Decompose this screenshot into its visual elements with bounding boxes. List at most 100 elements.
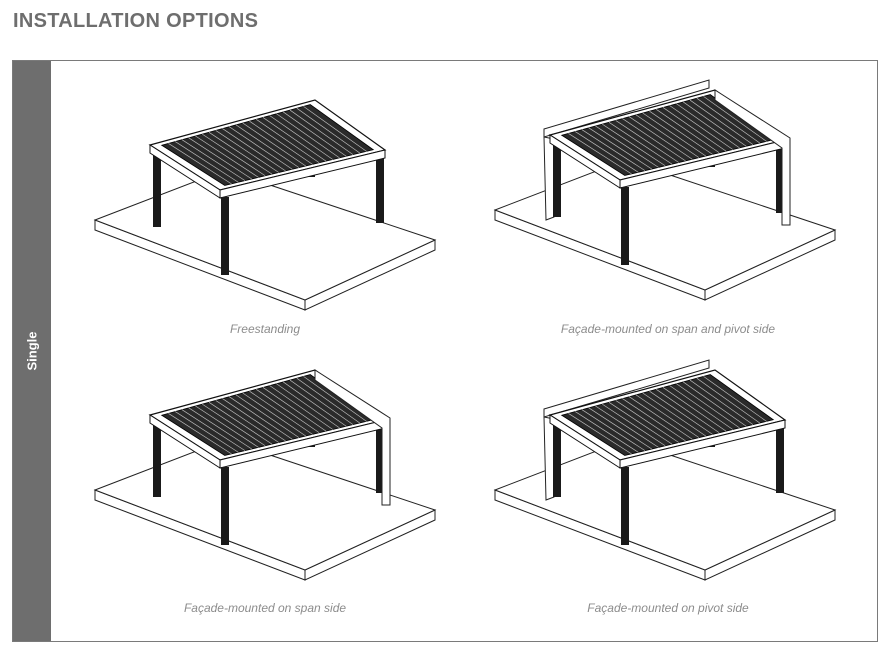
post-right <box>776 423 784 493</box>
post-left <box>553 423 561 497</box>
louver-slat <box>676 383 740 429</box>
pergola-freestanding-icon <box>93 99 437 311</box>
louver-slat <box>575 131 639 173</box>
louver-slat <box>629 116 693 160</box>
side-tab: Single <box>13 61 51 641</box>
louver-slat <box>689 379 754 425</box>
louver-slat <box>181 409 246 451</box>
louver-slat <box>629 396 693 440</box>
roof-beam-front-right <box>619 419 786 469</box>
louver-slat <box>229 396 293 440</box>
louver-slat <box>635 114 700 158</box>
louver-slat <box>642 392 706 437</box>
caption-facade-pivot: Façade-mounted on pivot side <box>587 601 749 615</box>
louver-slat <box>195 405 259 448</box>
louver-slat <box>276 113 340 159</box>
louver-slat <box>235 394 300 438</box>
louver-slat <box>635 394 700 438</box>
louver-slat <box>669 385 733 430</box>
louver-slat <box>568 413 632 455</box>
illustration-facade-span <box>90 365 450 590</box>
louver-slat <box>696 97 760 144</box>
louver-slat <box>276 383 340 429</box>
louver-slat <box>608 401 673 445</box>
facade-wall-face <box>543 416 555 501</box>
caption-facade-span-pivot: Façade-mounted on span and pivot side <box>560 322 776 336</box>
post-left <box>553 143 561 217</box>
louver-slat <box>175 141 239 183</box>
facade-wall-top <box>543 79 710 138</box>
louver-slat <box>202 133 266 177</box>
post-right <box>776 143 784 213</box>
louver-slat <box>703 376 767 422</box>
louver-slat <box>602 123 666 167</box>
louver-slat <box>222 398 286 442</box>
louver-slat <box>568 133 632 175</box>
louver-slat <box>588 407 652 450</box>
louver-slat <box>222 128 286 172</box>
louver-slat <box>683 381 747 427</box>
louver-slat <box>175 411 239 453</box>
louver-slat <box>283 381 347 427</box>
louver-slat <box>215 400 279 443</box>
post-left <box>153 153 161 227</box>
louver-slat <box>208 401 273 445</box>
caption-freestanding: Freestanding <box>229 322 301 336</box>
louver-slat <box>303 106 367 152</box>
louver-slat <box>676 103 740 149</box>
louver-slat <box>289 379 354 425</box>
louver-slat <box>608 121 673 165</box>
louver-slat <box>202 403 266 447</box>
louver-slat <box>575 411 639 453</box>
slab-top <box>493 159 837 291</box>
louver-slat <box>581 409 646 451</box>
louver-slat <box>296 377 360 424</box>
louver-slat <box>642 112 706 157</box>
louver-slat <box>195 135 259 178</box>
illustration-facade-span-pivot <box>490 79 850 310</box>
post-left <box>153 423 161 497</box>
post-front <box>621 467 629 545</box>
louver-slat <box>669 105 733 150</box>
side-tab-label: Single <box>24 331 40 371</box>
slab-top <box>493 439 837 571</box>
post-front <box>621 187 629 265</box>
louver-slat <box>249 120 313 165</box>
pergola-facade-pivot-icon <box>493 359 837 581</box>
post-right <box>376 423 384 493</box>
louver-slat <box>581 129 646 171</box>
louver-slat <box>689 99 754 145</box>
louver-slat <box>269 385 333 430</box>
louver-slat <box>303 376 367 422</box>
louver-slat <box>269 115 333 160</box>
louver-slat <box>656 109 720 154</box>
louver-slat <box>696 377 760 424</box>
louver-slat <box>649 390 713 435</box>
louver-slat <box>215 130 279 173</box>
louver-slat <box>683 101 747 147</box>
slab-top <box>93 169 437 301</box>
louver-slat <box>662 107 727 152</box>
caption-facade-span: Façade-mounted on span side <box>183 601 347 615</box>
louver-slat <box>622 118 686 162</box>
louver-slat <box>188 407 252 450</box>
louver-slat <box>249 390 313 435</box>
louver-slat <box>256 119 320 164</box>
facade-wall-face <box>543 136 555 221</box>
pergola-facade-span-pivot-icon <box>493 79 837 301</box>
louver-slat <box>242 122 306 167</box>
louver-slat <box>662 387 727 432</box>
louver-slat <box>615 400 679 443</box>
louver-slat <box>208 131 273 175</box>
slab-top <box>93 439 437 571</box>
louver-slat <box>656 389 720 434</box>
louver-slat <box>649 110 713 155</box>
facade-wall-right <box>314 369 391 506</box>
louver-slat <box>168 143 232 185</box>
page-title: INSTALLATION OPTIONS <box>13 10 259 32</box>
louver-slat <box>181 139 246 181</box>
louver-slat <box>296 107 360 154</box>
louver-slat <box>615 120 679 163</box>
louver-slat <box>256 389 320 434</box>
roof-beam-front-right <box>219 149 386 199</box>
